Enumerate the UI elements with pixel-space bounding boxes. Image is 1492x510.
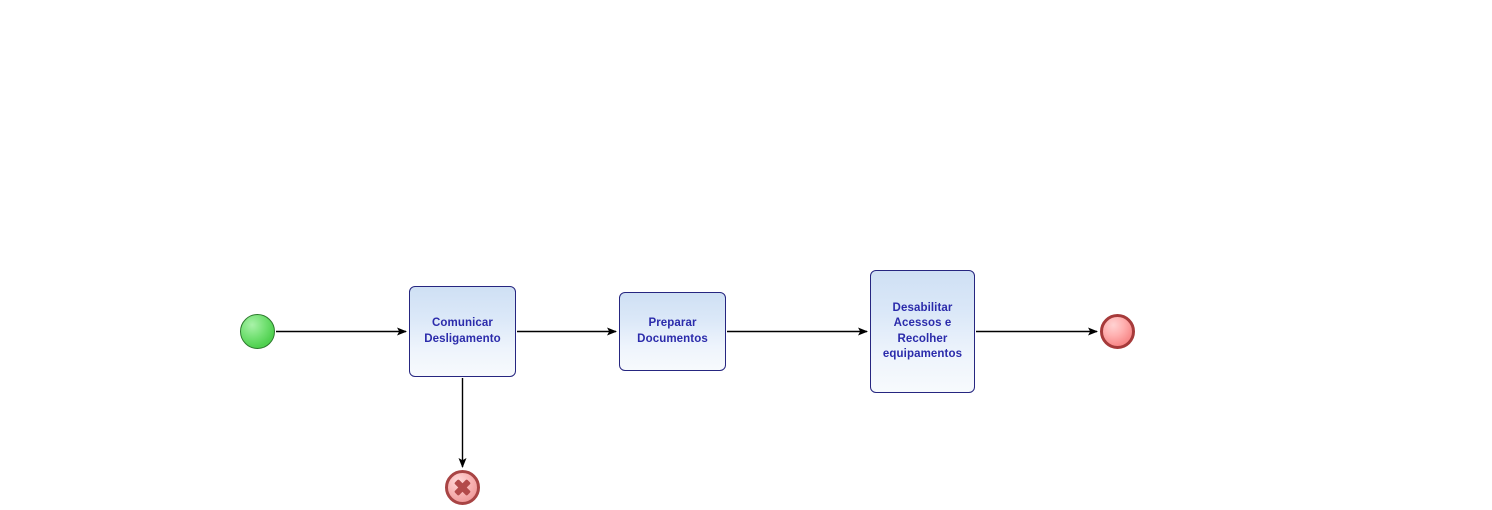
task-label: Desabilitar Acessos e Recolher equipamen… (882, 301, 963, 361)
task-comunicar-desligamento[interactable]: Comunicar Desligamento (409, 286, 516, 377)
task-label: Preparar Documentos (637, 317, 708, 345)
task-desabilitar-acessos-recolher-equipamentos[interactable]: Desabilitar Acessos e Recolher equipamen… (870, 270, 975, 393)
task-label: Comunicar Desligamento (424, 317, 501, 345)
cancel-x-icon (454, 479, 471, 496)
end-event[interactable] (1100, 314, 1135, 349)
start-event[interactable] (240, 314, 275, 349)
cancel-end-event[interactable] (445, 470, 480, 505)
task-preparar-documentos[interactable]: Preparar Documentos (619, 292, 726, 371)
